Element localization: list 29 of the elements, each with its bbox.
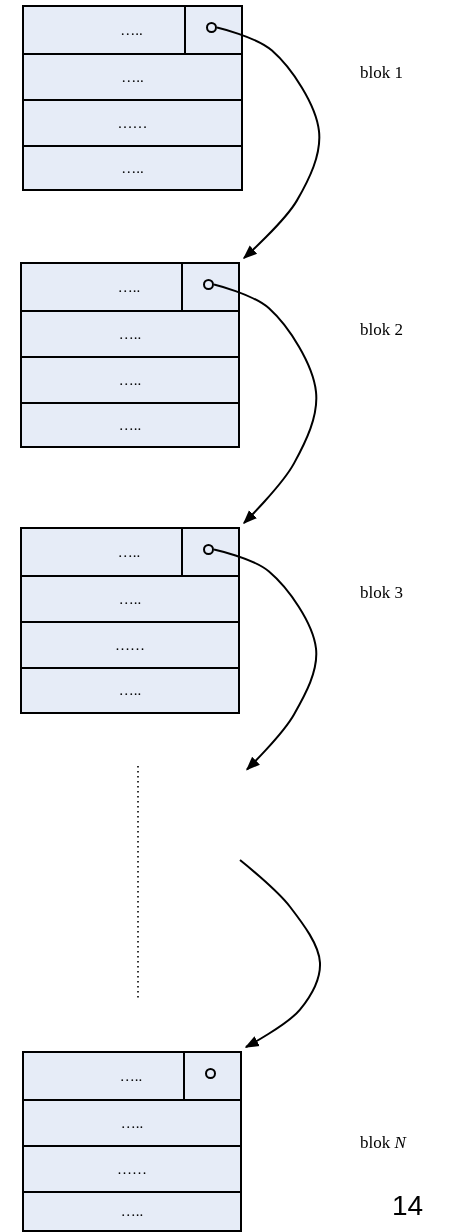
record-row: ….. [24, 53, 241, 99]
memory-block [22, 1051, 242, 1232]
memory-block [20, 527, 240, 714]
record-row: ….. [22, 356, 238, 402]
pointer-dot [203, 279, 214, 290]
record-row: …… [24, 99, 241, 145]
block-label: blok 1 [360, 63, 403, 83]
memory-block [20, 262, 240, 448]
block-label: blok 2 [360, 320, 403, 340]
record-row: ….. [24, 1191, 240, 1230]
memory-block [22, 5, 243, 191]
page-number: 14 [392, 1190, 424, 1222]
arrow [213, 548, 318, 771]
arrow [216, 26, 321, 259]
record-row: ….. [22, 310, 238, 356]
record-row: ….. [22, 402, 238, 446]
pointer-dot [205, 1068, 216, 1079]
arrow [239, 859, 321, 1048]
arrow [213, 283, 318, 524]
pointer-dot [203, 544, 214, 555]
block-label: blok 3 [360, 583, 403, 603]
record-row: ….. [22, 575, 238, 621]
record-row: ….. [22, 667, 238, 712]
pointer-dot [206, 22, 217, 33]
record-row: …… [22, 621, 238, 667]
block-label: blok N [360, 1133, 406, 1153]
record-row: ….. [24, 1099, 240, 1145]
record-row: …… [24, 1145, 240, 1191]
record-row: ….. [24, 145, 241, 189]
